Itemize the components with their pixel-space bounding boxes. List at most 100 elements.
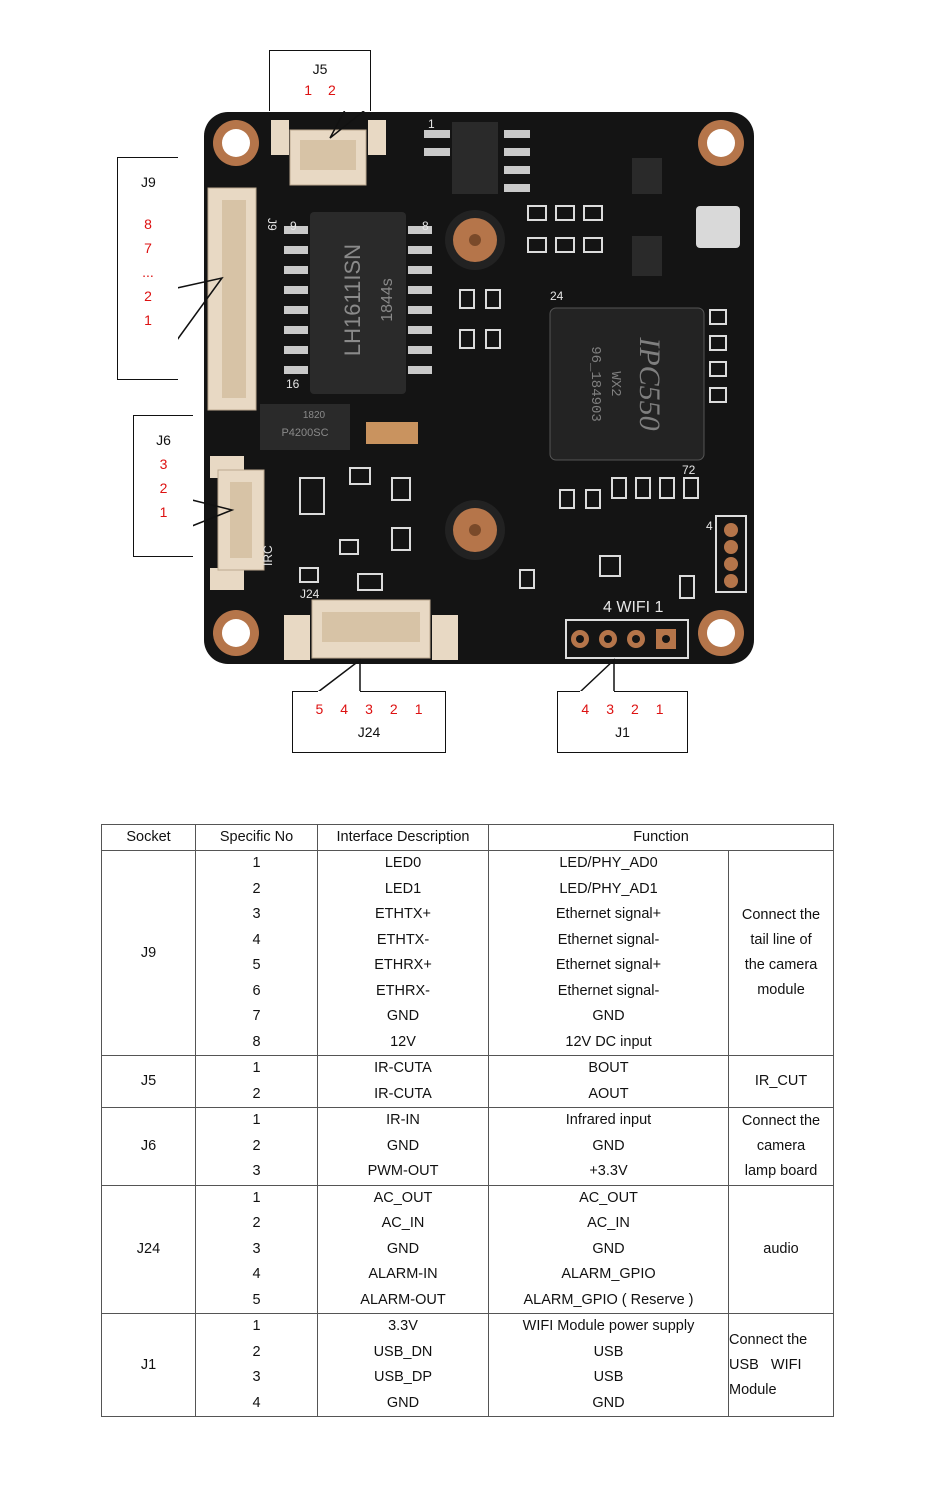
j9-pin-label: 1 [144, 312, 152, 328]
function-cell: GND [488, 1004, 729, 1030]
function-cell: USB [488, 1365, 729, 1391]
j24-connector [284, 599, 458, 660]
interface-cell: 3.3V [317, 1313, 489, 1340]
j6-callout: J6 3 2 1 [133, 415, 193, 557]
function-cell: GND [488, 1390, 729, 1417]
specific-no-cell: 7 [195, 1004, 318, 1030]
diode-code: 1820 [303, 410, 326, 421]
silk-1: 1 [428, 117, 435, 131]
j24-callout-title: J24 [357, 724, 381, 740]
interface-cell: ETHTX+ [317, 902, 489, 928]
specific-no-cell: 1 [195, 1055, 318, 1082]
mounting-hole-icon [213, 610, 259, 656]
j5-pin-label: 1 [304, 82, 312, 98]
j5-pin-label: 2 [328, 82, 336, 98]
side-pads [715, 515, 747, 593]
j24-pin-label: 3 [365, 701, 373, 717]
specific-no-cell: 4 [195, 1262, 318, 1288]
irc-silk-label: IRC [261, 545, 275, 566]
function-group-line: module [757, 982, 805, 998]
specific-no-cell: 2 [195, 1211, 318, 1237]
j6-pin-label: 2 [159, 480, 168, 496]
interface-cell: IR-CUTA [317, 1055, 489, 1082]
function-group-line: IR_CUT [754, 1073, 808, 1089]
header-interface-description: Interface Description [317, 824, 489, 851]
function-cell: LED/PHY_AD1 [488, 876, 729, 902]
specific-no-cell: 3 [195, 1159, 318, 1186]
function-cell: AC_OUT [488, 1184, 729, 1211]
function-cell: Ethernet signal+ [488, 902, 729, 928]
camera-board-illustration: LH1611ISN 1844s IPC550 WX2 96_184903 P42… [176, 109, 754, 693]
socket-cell: J1 [101, 1313, 196, 1417]
j6-connector [210, 456, 265, 590]
specific-no-cell: 3 [195, 1365, 318, 1391]
function-cell: Ethernet signal- [488, 978, 729, 1004]
j5-callout-title: J5 [312, 61, 328, 77]
function-group-line: Connect the [741, 1112, 821, 1129]
specific-no-cell: 4 [195, 927, 318, 953]
j9-connector [207, 187, 257, 411]
j6-pin-label: 3 [159, 456, 168, 472]
j1-callout-top-border [557, 691, 580, 692]
interface-cell: IR-IN [317, 1107, 489, 1134]
silk-8: 8 [422, 219, 429, 233]
j24-pin-label: 4 [340, 701, 349, 717]
function-group-cell: audio [728, 1184, 834, 1314]
silkscreen-components [299, 205, 727, 599]
soc-chip-code: 96_184903 [587, 346, 603, 422]
function-cell: ALARM_GPIO ( Reserve ) [488, 1287, 729, 1314]
header-function: Function [488, 824, 834, 851]
j1-callout-title: J1 [615, 724, 630, 740]
specific-no-cell: 2 [195, 1081, 318, 1108]
specific-no-cell: 3 [195, 1236, 318, 1262]
interface-cell: ETHRX+ [317, 953, 489, 979]
j24-callout-top-border [292, 691, 318, 692]
callout-pointers [176, 109, 615, 693]
j5-callout: J5 1 2 [269, 50, 371, 111]
silk-4: 4 [706, 519, 713, 533]
socket-cell: J24 [101, 1184, 196, 1314]
diode-label: P4200SC [281, 427, 328, 439]
j24-callout-top-border [360, 691, 446, 692]
j9-pin-label: 8 [144, 216, 152, 232]
interface-cell: GND [317, 1236, 489, 1262]
function-cell: AOUT [488, 1081, 729, 1108]
interface-cell: ALARM-OUT [317, 1287, 489, 1314]
lens-mount-pad-icon [445, 210, 505, 270]
interface-cell: USB_DP [317, 1365, 489, 1391]
lens-mount-pad-icon [445, 500, 505, 560]
interface-cell: GND [317, 1004, 489, 1030]
silk-16: 16 [286, 377, 300, 391]
j24-silk-label: J24 [300, 587, 320, 601]
interface-cell: LED0 [317, 850, 489, 877]
socket-cell: J9 [101, 850, 196, 1056]
function-cell: Ethernet signal+ [488, 953, 729, 979]
socket-cell: J6 [101, 1107, 196, 1186]
function-cell: Infrared input [488, 1107, 729, 1134]
j9-pin-label: ... [142, 264, 154, 280]
specific-no-cell: 1 [195, 850, 318, 877]
function-group-line: tail line of [750, 932, 812, 948]
function-group-line: Connect the [729, 1331, 808, 1348]
j1-pin-label: 1 [655, 701, 664, 717]
function-cell: 12V DC input [488, 1029, 729, 1056]
mounting-hole-icon [698, 610, 744, 656]
ethernet-transformer-chip: LH1611ISN 1844s [284, 212, 432, 394]
interface-cell: IR-CUTA [317, 1081, 489, 1108]
j9-callout: J9 8 7 ... 2 1 [117, 157, 178, 380]
function-group-line: USB WIFI [729, 1356, 802, 1373]
j24-pin-label: 2 [389, 701, 398, 717]
main-soc-chip: IPC550 WX2 96_184903 [549, 307, 705, 461]
